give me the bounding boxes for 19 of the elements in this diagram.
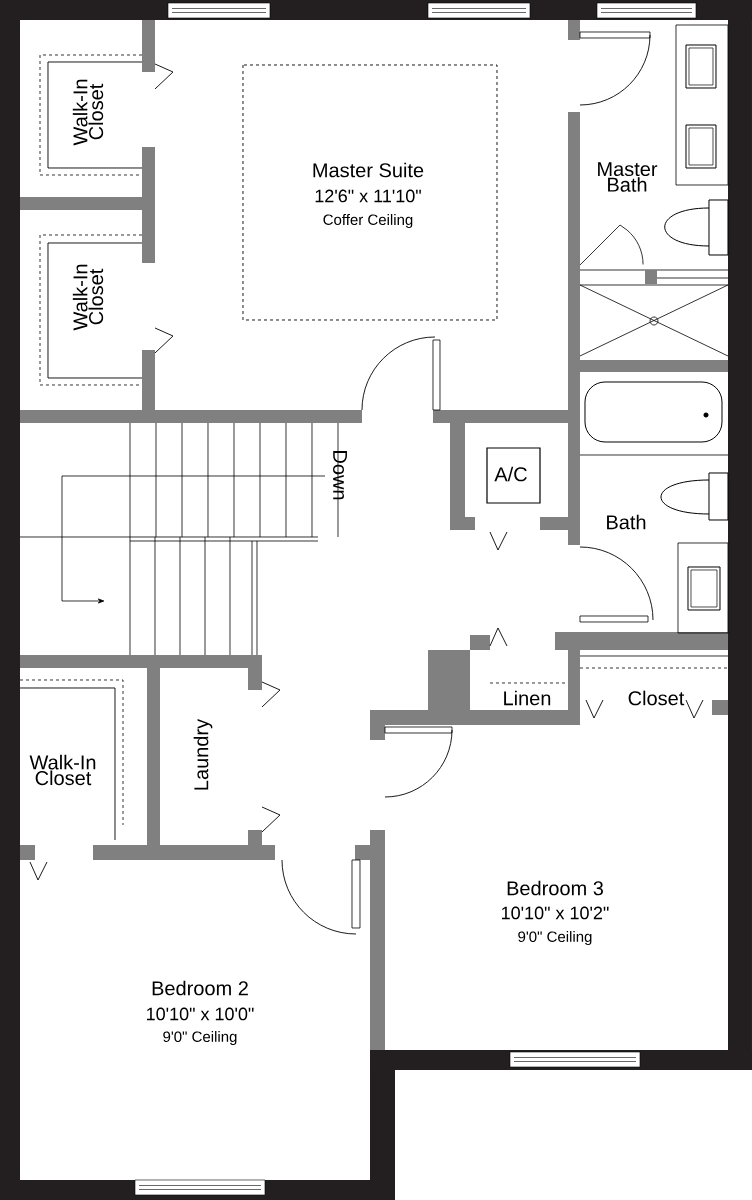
room-dimensions: 10'10" x 10'0"	[147, 1007, 254, 1021]
ceiling-note: Coffer Ceiling	[323, 214, 413, 228]
room-label: Master Suite	[313, 162, 424, 178]
room-dimensions: 12'6" x 11'10"	[315, 189, 421, 203]
room-label: A/C	[494, 466, 527, 482]
ceiling-note: 9'0" Ceiling	[163, 1031, 237, 1045]
room-label: Walk-In Closet	[29, 754, 96, 786]
ceiling-note: 9'0" Ceiling	[518, 931, 592, 945]
room-label: Walk-In Closet	[72, 264, 104, 331]
room-label: Master Bath	[598, 162, 658, 192]
room-label: Down	[333, 451, 347, 500]
room-label: Walk-In Closet	[72, 79, 104, 146]
room-label: Closet	[628, 690, 685, 706]
room-label: Bedroom 3	[507, 880, 603, 896]
room-label: Laundry	[193, 718, 213, 790]
room-dimensions: 10'10" x 10'2"	[502, 906, 609, 920]
room-label: Bath	[607, 514, 646, 530]
room-label: Bedroom 2	[152, 980, 248, 996]
room-label: Linen	[504, 690, 551, 706]
